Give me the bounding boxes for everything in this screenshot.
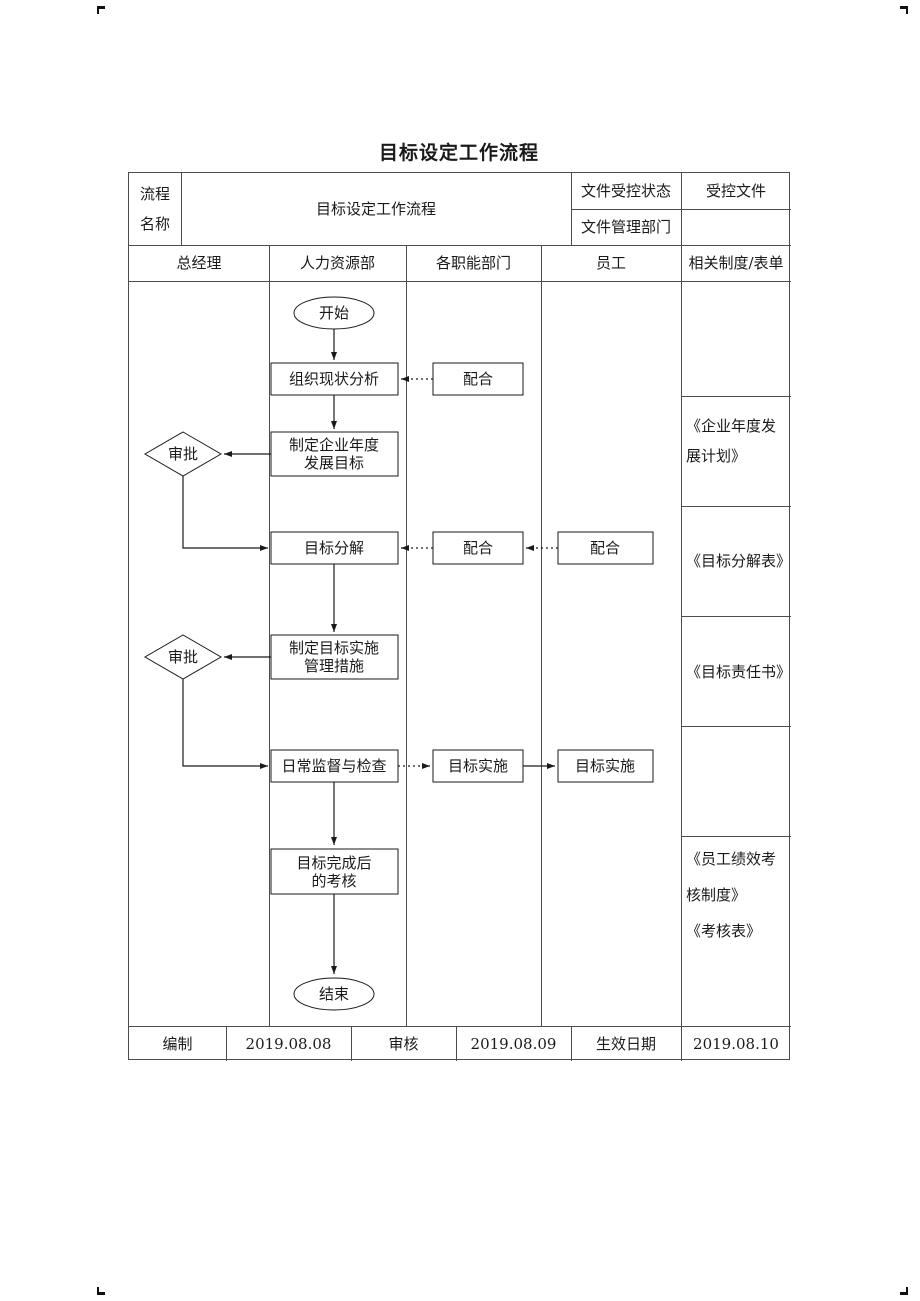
grid-line [681,173,682,245]
process-name-value: 目标设定工作流程 [315,200,436,218]
related-doc-annual-plan: 《企业年度发 展计划》 [686,411,790,471]
implement2-node [557,749,654,783]
implement1-label: 目标实施 [448,757,508,775]
crop-mark-bottom-right [900,1287,908,1295]
assessment-label-line2: 的考核 [311,872,356,890]
grid-line [129,245,791,246]
approve2-decision-node [144,634,222,680]
cooperate2-node [432,531,524,565]
measures-node [270,634,399,680]
crop-mark-bottom-left [97,1287,105,1295]
grid-line [181,173,182,245]
approve2-label: 审批 [168,648,198,666]
annual-goal-node [270,431,399,477]
docs-section-divider [681,726,791,727]
effective-date-label: 生效日期 [595,1034,656,1053]
implement1-node [432,749,524,783]
grid-line [571,173,572,245]
grid-line [129,1026,791,1027]
start-node-label: 开始 [319,304,349,322]
doc-management-dept-label: 文件管理部门 [580,218,671,236]
approve1-decision-node [144,431,222,477]
cooperate3-label: 配合 [590,539,620,557]
docs-section-divider [681,396,791,397]
page-title: 目标设定工作流程 [378,142,539,164]
grid-line [129,281,791,282]
measures-label-line2: 管理措施 [304,657,364,675]
assessment-node [270,848,399,895]
process-name-label-line2: 名称 [139,215,170,233]
lane-header-related-docs: 相关制度/表单 [688,254,784,272]
cooperate1-label: 配合 [463,370,493,388]
supervise-node [270,749,399,783]
grid-line [456,1026,457,1061]
lane-divider [406,245,407,1026]
flowchart-table: 流程 名称 目标设定工作流程 文件受控状态 受控文件 文件管理部门 总经理 人力… [128,172,792,1061]
goal-decompose-node [270,531,399,565]
measures-label-line1: 制定目标实施 [289,639,379,657]
doc-control-status-value: 受控文件 [705,182,766,200]
lane-header-general-manager: 总经理 [176,254,222,272]
annual-goal-label-line1: 制定企业年度 [289,436,379,454]
end-node [293,977,375,1011]
implement2-label: 目标实施 [575,757,635,775]
crop-mark-top-left [97,6,105,14]
lane-divider [541,245,542,1026]
end-node-label: 结束 [319,985,349,1003]
related-doc-decompose-table: 《目标分解表》 [686,552,792,570]
related-doc-assessment-line2: 核制度》 [686,886,747,904]
docs-section-divider [681,836,791,837]
process-name-label: 流程 名称 [129,173,181,245]
lane-header-staff: 员工 [595,254,626,272]
assessment-label-line1: 目标完成后 [296,854,371,872]
related-doc-assessment: 《员工绩效考 核制度》 《考核表》 [686,841,790,949]
cooperate1-node [432,362,524,396]
related-doc-responsibility: 《目标责任书》 [686,663,792,681]
arrow-approve1-to-decompose [182,476,268,551]
lane-divider [269,245,270,1026]
approve1-label: 审批 [168,445,198,463]
grid-line [351,1026,352,1061]
annual-goal-label-line2: 发展目标 [304,454,364,472]
docs-section-divider [681,506,791,507]
doc-control-status-label: 文件受控状态 [580,182,671,200]
org-analysis-node [270,362,399,396]
org-analysis-label: 组织现状分析 [289,370,379,388]
arrow-approve2-to-supervise [182,679,268,769]
lane-header-hr-dept: 人力资源部 [299,254,375,272]
goal-decompose-label: 目标分解 [304,539,364,557]
prepared-label: 编制 [162,1034,193,1053]
effective-date: 2019.08.10 [693,1034,779,1053]
crop-mark-top-right [900,6,908,14]
cooperate3-node [557,531,654,565]
lane-divider [681,245,682,1026]
prepared-date: 2019.08.08 [245,1034,332,1053]
related-doc-assessment-line3: 《考核表》 [686,922,762,940]
lane-header-functional-depts: 各职能部门 [435,254,511,272]
related-doc-assessment-line1: 《员工绩效考 [686,850,777,868]
grid-line [571,1026,572,1061]
process-name-label-line1: 流程 [139,185,170,203]
related-doc-annual-plan-line2: 展计划》 [686,447,747,465]
cooperate2-label: 配合 [463,539,493,557]
reviewed-date: 2019.08.09 [470,1034,557,1053]
supervise-label: 日常监督与检查 [281,757,386,775]
reviewed-label: 审核 [388,1034,419,1053]
related-doc-annual-plan-line1: 《企业年度发 [686,417,777,435]
grid-line [681,1026,682,1061]
start-node [293,296,375,330]
grid-line [226,1026,227,1061]
docs-section-divider [681,616,791,617]
flowchart-canvas: 开始 组织现状分析 配合 制定企业年度 发展目标 审批 目标分解 配合 配合 制… [144,296,654,1011]
